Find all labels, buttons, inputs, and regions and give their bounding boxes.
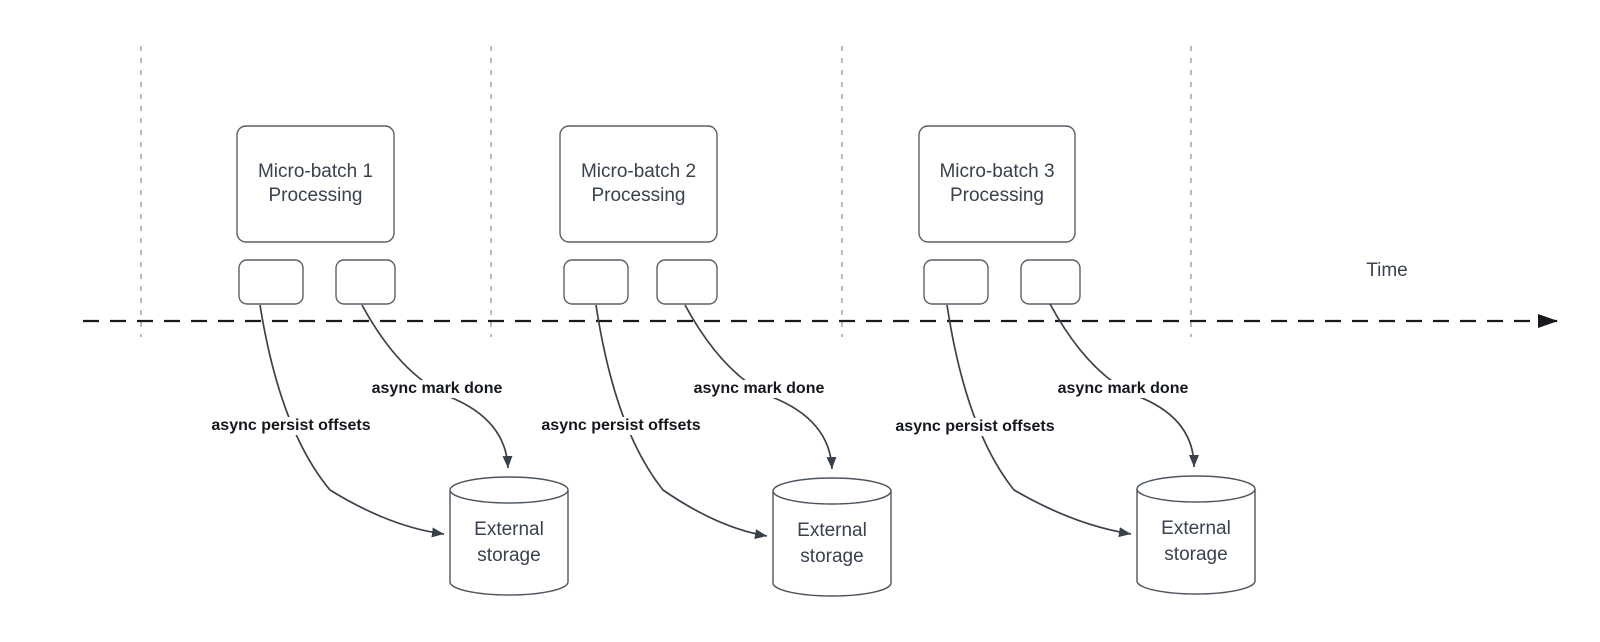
micro-batch-1-label: Micro-batch 1 Processing [257, 161, 374, 206]
micro-batch-2-box [559, 125, 718, 243]
persist-offsets-label-3: async persist offsets [892, 418, 1058, 436]
external-storage-cylinder-1-body [449, 490, 569, 596]
external-storage-cylinder-2-top [772, 477, 892, 505]
micro-batch-3-box [918, 125, 1076, 243]
micro-batch-1-box [236, 125, 395, 243]
micro-batch-1-task-box-left [238, 259, 304, 305]
micro-batch-2-task-box-right [656, 259, 718, 305]
persist-offsets-label-2: async persist offsets [538, 417, 704, 435]
micro-batch-3-label: Micro-batch 3 Processing [939, 161, 1055, 206]
time-axis-label: Time [1366, 260, 1408, 281]
micro-batch-2-label: Micro-batch 2 Processing [580, 161, 697, 206]
external-storage-label-1: External storage [474, 519, 544, 566]
external-storage-cylinder-2-body [772, 491, 892, 597]
micro-batch-3-task-box-left [923, 259, 989, 305]
micro-batch-1-task-box-right [335, 259, 396, 305]
micro-batch-2-task-box-left [563, 259, 629, 305]
external-storage-cylinder-3-body [1136, 489, 1256, 595]
external-storage-cylinder-3-top [1136, 475, 1256, 503]
mark-done-label-3: async mark done [1054, 380, 1192, 398]
persist-offsets-arrow-1 [259, 304, 445, 538]
external-storage-cylinder-1-top [449, 476, 569, 504]
persist-offsets-arrow-3 [946, 304, 1132, 538]
mark-done-label-2: async mark done [690, 380, 828, 398]
external-storage-label-3: External storage [1161, 518, 1231, 565]
micro-batch-3-task-box-right [1020, 259, 1081, 305]
persist-offsets-arrow-2 [595, 304, 768, 539]
mark-done-label-1: async mark done [368, 380, 506, 398]
external-storage-label-2: External storage [797, 520, 867, 567]
persist-offsets-label-1: async persist offsets [208, 417, 374, 435]
